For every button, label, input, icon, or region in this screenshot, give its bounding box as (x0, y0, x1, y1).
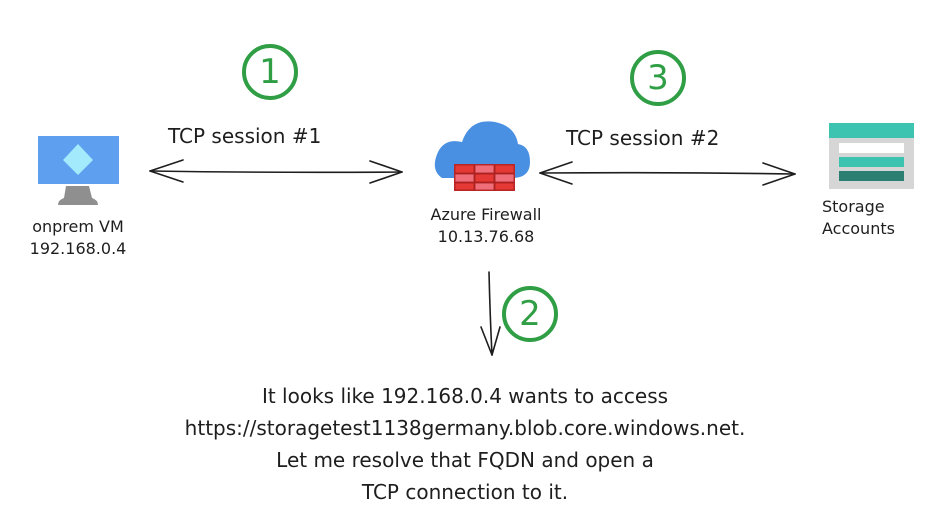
firewall-label: Azure Firewall 10.13.76.68 (406, 204, 566, 248)
firewall-thought-note: It looks like 192.168.0.4 wants to acces… (0, 380, 930, 508)
vm-label: onprem VM 192.168.0.4 (8, 216, 148, 260)
virtual-machine-icon (38, 136, 119, 205)
firewall-name: Azure Firewall (430, 205, 542, 224)
note-line-3: Let me resolve that FQDN and open a (276, 448, 654, 472)
firewall-ip: 10.13.76.68 (437, 227, 535, 246)
session-2-label: TCP session #2 (566, 126, 720, 150)
firewall-icon (434, 121, 530, 191)
step-badge-3: 3 (630, 50, 686, 106)
note-line-1: It looks like 192.168.0.4 wants to acces… (261, 384, 669, 408)
storage-name-line1: Storage (822, 197, 885, 216)
step-badge-2: 2 (502, 286, 558, 342)
storage-account-icon (829, 123, 914, 189)
storage-label: Storage Accounts (812, 196, 930, 240)
arrow-session-2 (539, 161, 796, 186)
arrow-resolve-down (480, 271, 501, 356)
note-line-4: TCP connection to it. (361, 480, 569, 504)
session-1-label: TCP session #1 (168, 124, 322, 148)
step-badge-1: 1 (242, 44, 298, 100)
vm-name: onprem VM (32, 217, 124, 236)
vm-ip: 192.168.0.4 (29, 239, 127, 258)
storage-name-line2: Accounts (822, 219, 895, 238)
note-line-2: https://storagetest1138germany.blob.core… (184, 416, 746, 440)
arrow-session-1 (149, 159, 403, 184)
